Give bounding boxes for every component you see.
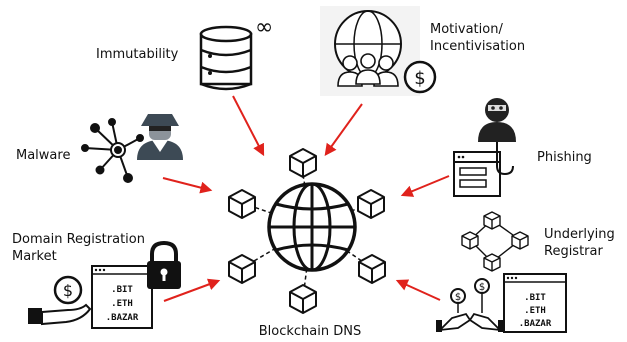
arrow-malware (162, 177, 213, 194)
domain-market-node: Domain Registration Market .BIT .ETH .BA… (12, 232, 181, 329)
domain-right-0: .BIT (524, 293, 546, 303)
registrar-label-line2: Registrar (544, 244, 603, 259)
svg-text:$: $ (414, 68, 425, 89)
registrar-node: Underlying Registrar .BIT .ETH .BAZAR $ … (436, 211, 615, 333)
community-globe-icon (334, 10, 402, 87)
arrow-motivation (324, 103, 363, 156)
malware-node: Malware (16, 114, 183, 183)
phishing-label: Phishing (537, 150, 592, 165)
arrow-registrar (395, 279, 441, 301)
virus-network-icon (81, 118, 144, 183)
arrow-phishing (400, 175, 450, 197)
block-icon (289, 148, 317, 178)
fishing-hook-icon (496, 142, 514, 176)
blockchain-network: Blockchain DNS (228, 148, 386, 339)
motivation-label-line1: Motivation/ (430, 22, 503, 37)
exchange-hands-icon: $ $ (436, 278, 504, 332)
dollar-coin-icon: $ (403, 60, 437, 94)
hacker-icon (478, 98, 516, 142)
globe-icon (267, 182, 357, 272)
spy-agent-icon (137, 114, 183, 160)
influence-arrows (162, 95, 450, 302)
block-icon (289, 284, 317, 314)
domain-right-1: .ETH (524, 306, 546, 316)
infinity-icon: ∞ (255, 15, 273, 40)
domain-market-label-line1: Domain Registration (12, 232, 145, 247)
padlock-icon (147, 240, 181, 289)
phishing-node: Phishing (453, 98, 592, 197)
svg-text:$: $ (63, 281, 73, 300)
hand-coin-icon: $ (28, 275, 92, 326)
malware-label: Malware (16, 148, 70, 163)
block-icon (357, 189, 385, 219)
domain-window-left: .BIT .ETH .BAZAR (91, 265, 153, 329)
svg-text:$: $ (455, 292, 461, 303)
block-icon (228, 189, 256, 219)
login-form-icon (453, 151, 501, 197)
arrow-domain-market (163, 278, 221, 302)
arrow-immutability (232, 95, 265, 157)
motivation-label-line2: Incentivisation (430, 39, 525, 54)
domain-window-right: .BIT .ETH .BAZAR (503, 273, 567, 333)
center-label: Blockchain DNS (259, 324, 361, 338)
block-icon (358, 254, 386, 284)
immutability-node: Immutability ∞ (96, 15, 273, 91)
domain-left-2: .BAZAR (106, 313, 139, 323)
domain-left-0: .BIT (111, 285, 133, 295)
motivation-node: $ Motivation/ Incentivisation (320, 6, 525, 96)
block-icon (228, 254, 256, 284)
database-icon (199, 25, 253, 91)
svg-text:$: $ (479, 282, 485, 293)
registrar-label-line1: Underlying (544, 227, 615, 242)
domain-left-1: .ETH (111, 299, 133, 309)
immutability-label: Immutability (96, 47, 179, 62)
domain-market-label-line2: Market (12, 249, 57, 264)
domain-right-2: .BAZAR (519, 319, 552, 329)
chain-network-icon (461, 211, 529, 272)
